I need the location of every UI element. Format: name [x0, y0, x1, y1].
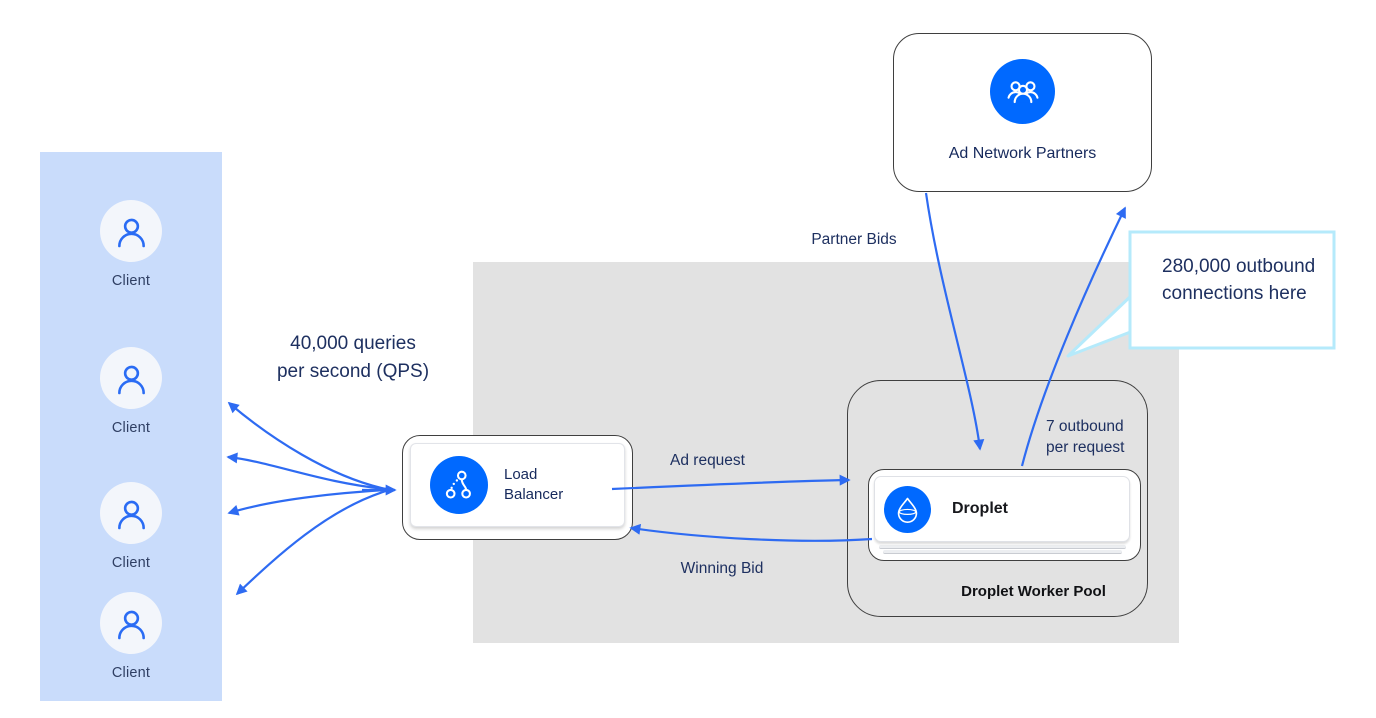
client-node: Client	[40, 592, 222, 681]
qps-note: 40,000 queries per second (QPS)	[262, 330, 444, 386]
outbound-note-line1: 7 outbound	[1046, 418, 1124, 435]
qps-note-line2: per second (QPS)	[276, 361, 430, 382]
client-avatar-circle	[100, 482, 162, 544]
qps-note-line1: 40,000 queries	[290, 333, 416, 354]
client-node: Client	[40, 347, 222, 436]
arrow-lb-to-client-2	[226, 452, 387, 491]
client-avatar-circle	[100, 347, 162, 409]
ad-network-partners-label: Ad Network Partners	[948, 145, 1097, 162]
clients-panel: Client Client Client	[40, 152, 222, 701]
load-balancer-nodes-icon	[445, 470, 471, 499]
arrow-lb-to-client-4	[235, 489, 387, 596]
arrow-lb-to-client-3	[227, 488, 387, 516]
person-icon	[117, 218, 145, 247]
client-label: Client	[111, 273, 151, 289]
client-label: Client	[111, 420, 151, 436]
droplet-worker-pool-title: Droplet Worker Pool	[961, 583, 1106, 600]
client-label: Client	[111, 555, 151, 571]
droplet-icon	[897, 497, 918, 523]
person-icon	[117, 500, 145, 529]
load-balancer-card: Load Balancer	[410, 443, 625, 527]
callout-text: 280,000 outbound connections here	[1162, 253, 1327, 307]
callout-line1: 280,000 outbound	[1162, 256, 1316, 277]
droplet-stack: Droplet	[868, 469, 1141, 561]
droplet-card: Droplet	[874, 476, 1130, 542]
ad-network-partners-node: Ad Network Partners	[893, 33, 1152, 192]
outbound-per-request-note: 7 outbound per request	[1046, 416, 1124, 458]
client-node: Client	[40, 200, 222, 289]
callout-line2: connections here	[1162, 283, 1307, 304]
droplet-label: Droplet	[952, 500, 1008, 517]
person-icon	[117, 365, 145, 394]
client-avatar-circle	[100, 200, 162, 262]
ad-network-icon-circle	[990, 59, 1055, 124]
winning-bid-label: Winning Bid	[680, 560, 764, 577]
load-balancer-icon-circle	[430, 456, 488, 514]
outbound-note-line2: per request	[1046, 439, 1125, 456]
droplet-icon-circle	[884, 485, 931, 533]
ad-request-label: Ad request	[670, 452, 745, 469]
person-icon	[117, 610, 145, 639]
client-avatar-circle	[100, 592, 162, 654]
arrow-lb-to-client-1	[227, 401, 387, 491]
stacked-card-edge	[879, 545, 1126, 549]
people-group-icon	[1007, 80, 1038, 103]
client-node: Client	[40, 482, 222, 571]
stacked-card-edge	[883, 550, 1122, 554]
client-label: Client	[111, 665, 151, 681]
partner-bids-label: Partner Bids	[811, 231, 897, 248]
load-balancer-label: Load Balancer	[504, 466, 564, 503]
load-balancer-node: Load Balancer	[402, 435, 633, 540]
droplet-worker-pool-node: 7 outbound per request Droplet Droplet W…	[847, 380, 1148, 617]
